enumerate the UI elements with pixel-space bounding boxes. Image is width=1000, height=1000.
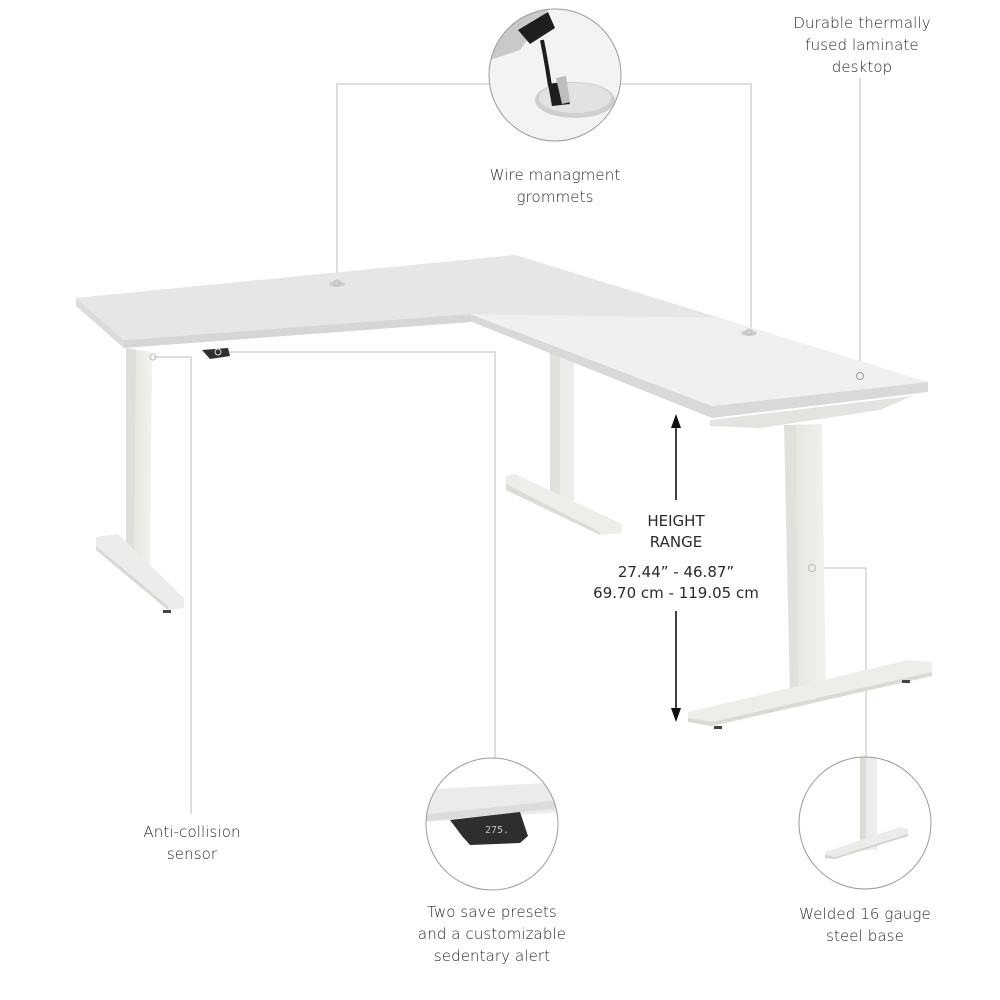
label-line: and a customizable <box>417 925 567 943</box>
controller-keypad <box>149 348 230 361</box>
label-line: sensor <box>166 845 218 863</box>
right-leg <box>688 424 932 729</box>
controller-display-text: 275. <box>485 825 509 836</box>
label-line: RANGE <box>649 533 703 551</box>
label-line: Anti-collision <box>143 823 241 841</box>
steel-base-detail-circle <box>798 756 932 890</box>
label-line: desktop <box>831 58 893 76</box>
anti-collision-label: Anti-collision sensor <box>112 821 272 865</box>
label-line: Welded 16 gauge <box>799 905 931 923</box>
presets-label: Two save presets and a customizable sede… <box>400 901 584 967</box>
height-cm: 69.70 cm - 119.05 cm <box>593 584 759 602</box>
grommet-left <box>329 281 345 287</box>
height-range-arrow <box>671 414 681 722</box>
steel-base-label: Welded 16 gauge steel base <box>782 903 948 947</box>
desktop <box>76 255 928 428</box>
leader-lines <box>153 78 867 814</box>
height-inches: 27.44” - 46.87” <box>617 563 735 581</box>
label-line: fused laminate <box>805 36 919 54</box>
label-line: steel base <box>826 927 904 945</box>
grommets-label: Wire managment grommets <box>465 164 645 208</box>
label-line: grommets <box>516 188 594 206</box>
label-line: Wire managment <box>489 166 621 184</box>
label-line: HEIGHT <box>647 512 705 530</box>
label-line: Durable thermally <box>793 14 931 32</box>
grommet-right <box>741 330 757 336</box>
label-line: sedentary alert <box>433 947 551 965</box>
left-leg <box>96 348 184 613</box>
back-leg <box>506 350 622 535</box>
height-range-title: HEIGHT RANGE <box>600 511 752 553</box>
laminate-label: Durable thermally fused laminate desktop <box>770 12 954 78</box>
height-range-values: 27.44” - 46.87” 69.70 cm - 119.05 cm <box>572 562 780 604</box>
controller-detail-circle: 275. <box>425 757 559 891</box>
grommet-detail-circle <box>488 8 622 142</box>
label-line: Two save presets <box>427 903 557 921</box>
